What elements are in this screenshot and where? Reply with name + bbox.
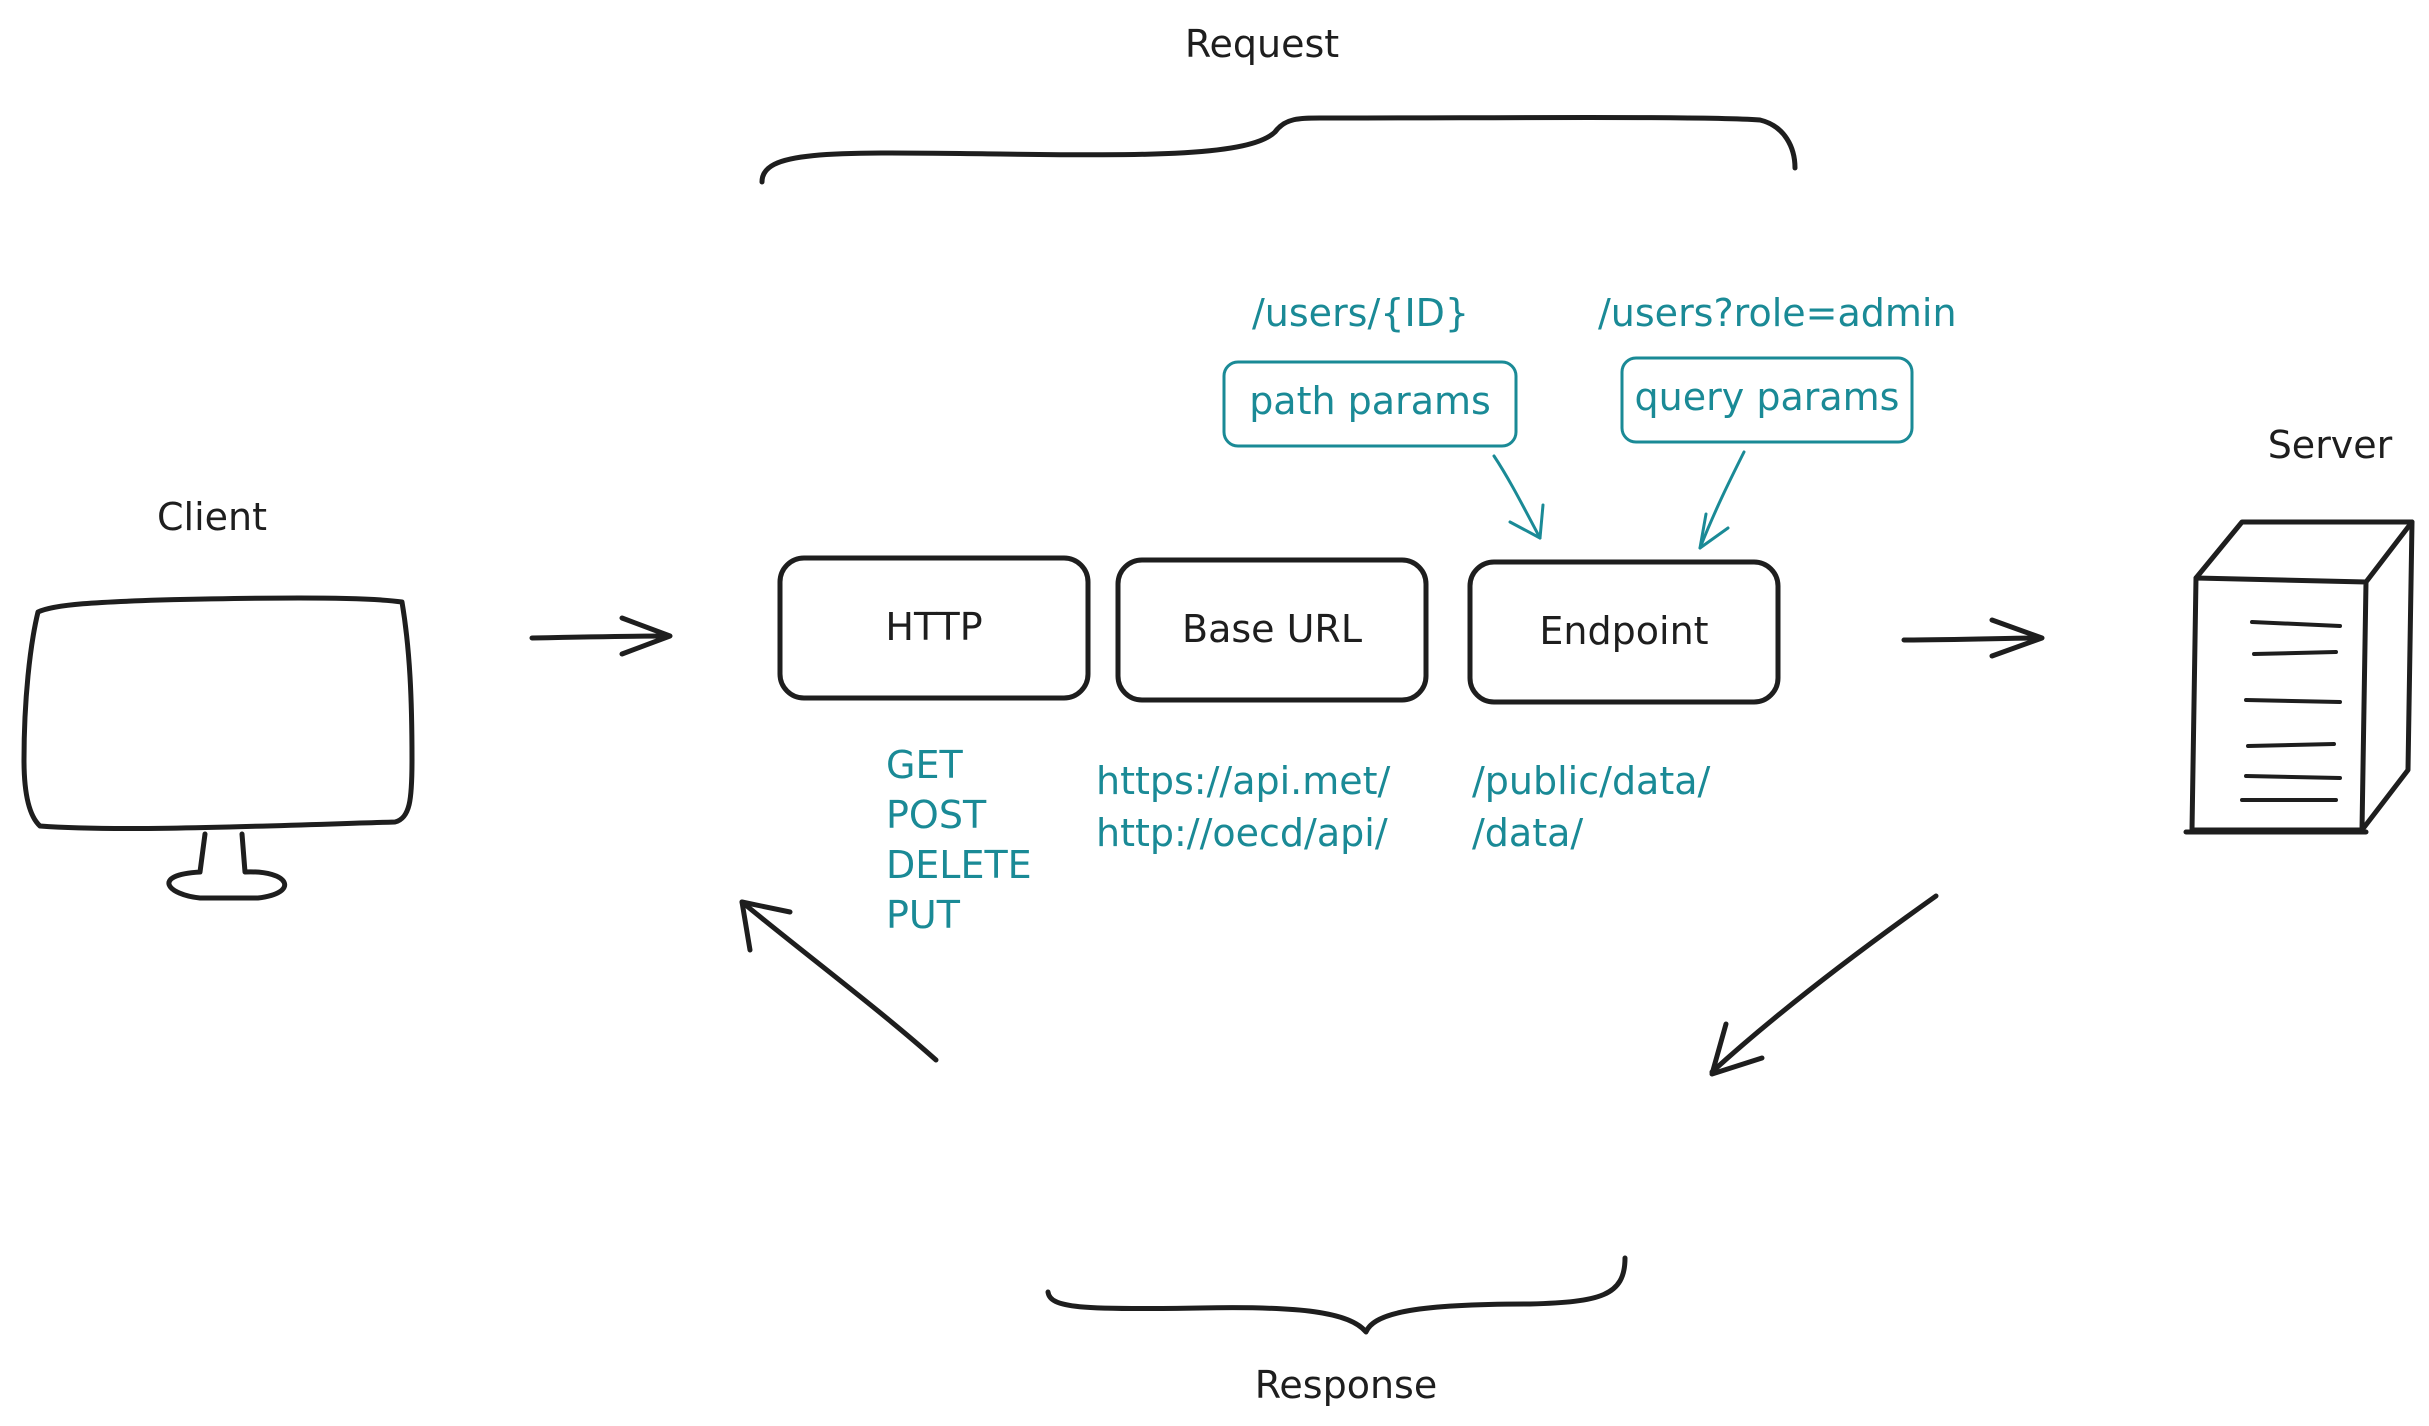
query-params-box: query params xyxy=(1620,356,1914,444)
request-label: Request xyxy=(1185,22,1339,66)
arrow-client-to-request-icon xyxy=(529,615,673,657)
arrow-server-to-response-icon xyxy=(1709,893,1939,1077)
method-delete: DELETE xyxy=(886,843,1032,887)
server-icon xyxy=(2183,519,2415,835)
method-get: GET xyxy=(886,743,963,787)
response-label: Response xyxy=(1255,1363,1438,1407)
path-params-label: path params xyxy=(1249,379,1491,423)
arrow-request-to-server-icon xyxy=(1901,617,2045,659)
query-params-example: /users?role=admin xyxy=(1598,291,1957,335)
base-url-https: https://api.met/ xyxy=(1096,759,1391,803)
endpoint-data: /data/ xyxy=(1472,811,1583,855)
server-label: Server xyxy=(2268,423,2393,467)
http-box-label: HTTP xyxy=(885,605,982,649)
base-url-box-label: Base URL xyxy=(1182,607,1362,651)
method-put: PUT xyxy=(886,893,961,937)
base-url-http: http://oecd/api/ xyxy=(1096,811,1388,855)
arrow-response-to-client-icon xyxy=(739,899,939,1063)
http-box: HTTP xyxy=(777,555,1091,701)
client-monitor-icon xyxy=(21,595,415,901)
query-params-arrow-icon xyxy=(1698,450,1746,550)
path-params-box: path params xyxy=(1222,360,1518,448)
method-post: POST xyxy=(886,793,987,837)
client-label: Client xyxy=(157,495,267,539)
request-brace xyxy=(759,115,1798,185)
endpoint-box: Endpoint xyxy=(1467,559,1781,705)
query-params-label: query params xyxy=(1635,375,1900,419)
path-params-arrow-icon xyxy=(1492,454,1545,540)
base-url-box: Base URL xyxy=(1115,557,1429,703)
endpoint-public-data: /public/data/ xyxy=(1472,759,1711,803)
endpoint-box-label: Endpoint xyxy=(1539,609,1708,653)
path-params-example: /users/{ID} xyxy=(1252,291,1469,335)
response-brace xyxy=(1045,1255,1628,1335)
